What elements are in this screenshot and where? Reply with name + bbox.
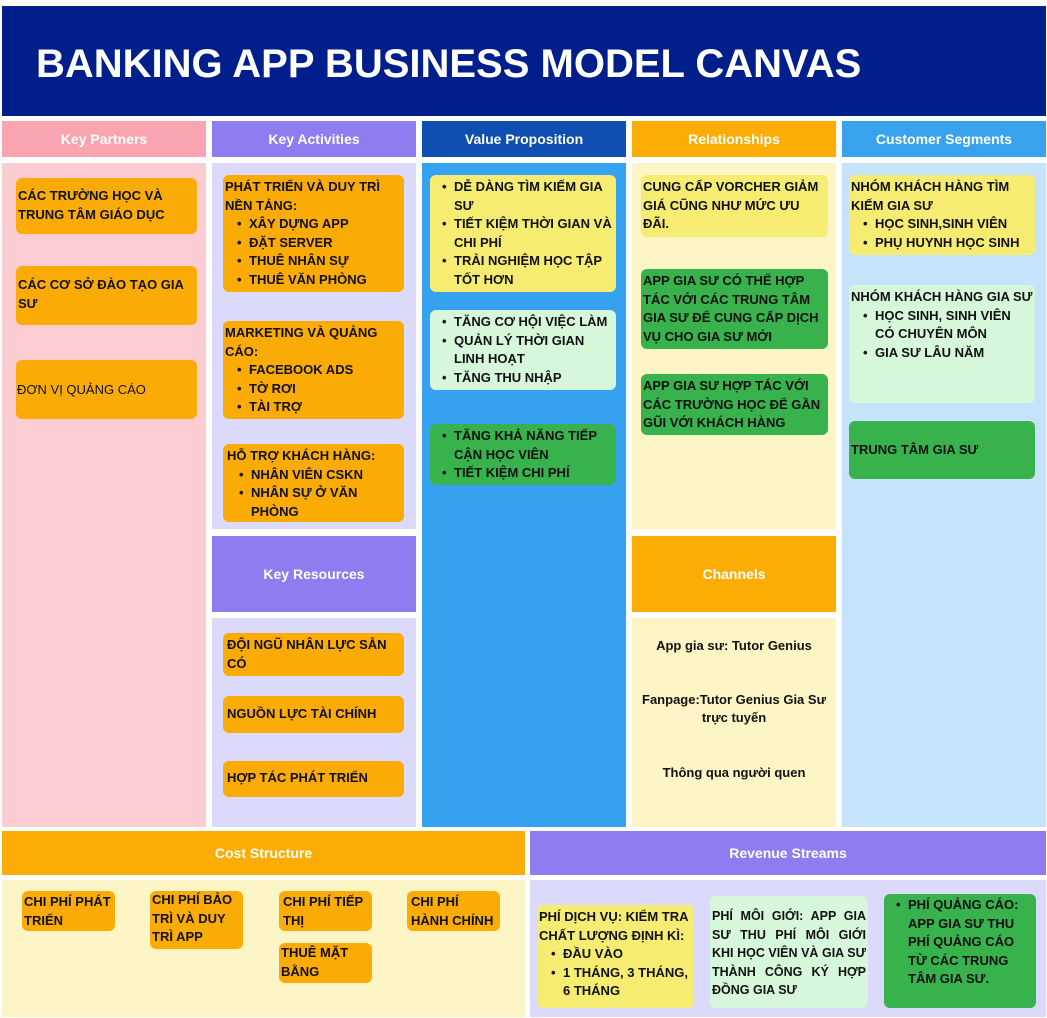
customer-segments-note: NHÓM KHÁCH HÀNG TÌM KIẾM GIA SƯ HỌC SINH… bbox=[849, 175, 1035, 255]
list-item: FACEBOOK ADS bbox=[225, 361, 402, 380]
key-activities-note: PHÁT TRIỂN VÀ DUY TRÌ NỀN TẢNG: XÂY DỰNG… bbox=[223, 175, 404, 292]
list-item: XÂY DỰNG APP bbox=[225, 215, 402, 234]
customer-segments-panel bbox=[842, 163, 1046, 827]
list-item: GIA SƯ LÂU NĂM bbox=[851, 344, 1033, 363]
list-item: DỄ DÀNG TÌM KIẾM GIA SƯ bbox=[430, 178, 614, 215]
list-item: TIẾT KIỆM CHI PHÍ bbox=[430, 464, 614, 483]
value-proposition-note: DỄ DÀNG TÌM KIẾM GIA SƯ TIẾT KIỆM THỜI G… bbox=[430, 175, 616, 292]
value-proposition-note: TĂNG CƠ HỘI VIỆC LÀM QUẢN LÝ THỜI GIAN L… bbox=[430, 310, 616, 390]
page-title: BANKING APP BUSINESS MODEL CANVAS bbox=[36, 42, 862, 86]
list-item: NHÂN VIÊN CSKN bbox=[227, 466, 402, 485]
key-activities-heading: Key Activities bbox=[212, 121, 416, 157]
list-item: HỌC SINH, SINH VIÊN CÓ CHUYÊN MÔN bbox=[851, 307, 1033, 344]
list-item: THUÊ NHÂN SỰ bbox=[225, 252, 402, 271]
list-item: TĂNG CƠ HỘI VIỆC LÀM bbox=[430, 313, 616, 332]
cost-note: CHI PHÍ PHÁT TRIỂN bbox=[22, 891, 115, 931]
list-item: TĂNG KHẢ NĂNG TIẾP CẬN HỌC VIÊN bbox=[430, 427, 614, 464]
cost-note: CHI PHÍ TIẾP THỊ bbox=[279, 891, 372, 931]
customer-segments-note: NHÓM KHÁCH HÀNG GIA SƯ HỌC SINH, SINH VI… bbox=[849, 285, 1035, 403]
list-item: HỌC SINH,SINH VIÊN bbox=[851, 215, 1033, 234]
note-title: HỖ TRỢ KHÁCH HÀNG: bbox=[227, 448, 376, 463]
key-resources-note: HỢP TÁC PHÁT TRIỂN bbox=[223, 761, 404, 797]
list-item: ĐẦU VÀO bbox=[539, 945, 692, 964]
key-resources-heading: Key Resources bbox=[212, 536, 416, 612]
customer-segments-note: TRUNG TÂM GIA SƯ bbox=[849, 421, 1035, 479]
cost-note: CHI PHÍ BẢO TRÌ VÀ DUY TRÌ APP bbox=[150, 891, 243, 949]
channels-heading: Channels bbox=[632, 536, 836, 612]
revenue-note: PHÍ MÔI GIỚI: APP GIA SƯ THU PHÍ MÔI GIỚ… bbox=[710, 896, 868, 1008]
key-partners-note: ĐƠN VỊ QUẢNG CÁO bbox=[16, 360, 197, 419]
list-item: PHÍ QUẢNG CÁO: APP GIA SƯ THU PHÍ QUẢNG … bbox=[884, 896, 1032, 989]
revenue-note: PHÍ QUẢNG CÁO: APP GIA SƯ THU PHÍ QUẢNG … bbox=[884, 894, 1036, 1008]
list-item: NHÂN SỰ Ở VĂN PHÒNG bbox=[227, 484, 402, 521]
header-banner bbox=[2, 6, 1046, 116]
list-item: TRẢI NGHIỆM HỌC TẬP TỐT HƠN bbox=[430, 252, 614, 289]
list-item: THUÊ VĂN PHÒNG bbox=[225, 271, 402, 290]
key-resources-note: NGUỒN LỰC TÀI CHÍNH bbox=[223, 696, 404, 733]
key-resources-note: ĐỘI NGŨ NHÂN LỰC SẴN CÓ bbox=[223, 633, 404, 676]
relationships-note: APP GIA SƯ CÓ THỂ HỢP TÁC VỚI CÁC TRUNG … bbox=[641, 269, 828, 349]
channels-panel bbox=[632, 618, 836, 827]
key-activities-note: MARKETING VÀ QUẢNG CÁO: FACEBOOK ADS TỜ … bbox=[223, 321, 404, 419]
cost-structure-heading: Cost Structure bbox=[2, 831, 525, 875]
note-title: MARKETING VÀ QUẢNG CÁO: bbox=[225, 325, 378, 359]
channel-item: App gia sư: Tutor Genius bbox=[656, 638, 812, 653]
note-title: NHÓM KHÁCH HÀNG GIA SƯ bbox=[851, 289, 1033, 304]
list-item: TÀI TRỢ bbox=[225, 398, 402, 417]
list-item: ĐẶT SERVER bbox=[225, 234, 402, 253]
cost-note: CHI PHÍ HÀNH CHÍNH bbox=[407, 891, 500, 931]
list-item: 1 THÁNG, 3 THÁNG, 6 THÁNG bbox=[539, 964, 692, 1001]
list-item: QUẢN LÝ THỜI GIAN LINH HOẠT bbox=[430, 332, 616, 369]
list-item: TỜ RƠI bbox=[225, 380, 402, 399]
key-partners-heading: Key Partners bbox=[2, 121, 206, 157]
customer-segments-heading: Customer Segments bbox=[842, 121, 1046, 157]
list-item: TIẾT KIỆM THỜI GIAN VÀ CHI PHÍ bbox=[430, 215, 614, 252]
key-partners-note: CÁC TRƯỜNG HỌC VÀ TRUNG TÂM GIÁO DỤC bbox=[16, 178, 197, 234]
relationships-note: CUNG CẤP VORCHER GIẢM GIÁ CŨNG NHƯ MỨC Ư… bbox=[641, 175, 828, 237]
cost-note: THUÊ MẶT BẰNG bbox=[279, 943, 372, 983]
list-item: PHỤ HUYNH HỌC SINH bbox=[851, 234, 1033, 253]
value-proposition-note: TĂNG KHẢ NĂNG TIẾP CẬN HỌC VIÊN TIẾT KIỆ… bbox=[430, 424, 616, 485]
channel-item: Thông qua người quen bbox=[662, 765, 806, 780]
channel-item: Fanpage:Tutor Genius Gia Sư trực tuyến bbox=[642, 692, 826, 725]
note-title: PHÁT TRIỂN VÀ DUY TRÌ NỀN TẢNG: bbox=[225, 179, 381, 213]
revenue-note: PHÍ DỊCH VỤ: KIỂM TRA CHẤT LƯỢNG ĐỊNH KÌ… bbox=[537, 905, 694, 1008]
value-proposition-heading: Value Proposition bbox=[422, 121, 626, 157]
relationships-note: APP GIA SƯ HỢP TÁC VỚI CÁC TRƯỜNG HỌC ĐỂ… bbox=[641, 374, 828, 435]
key-partners-note: CÁC CƠ SỞ ĐÀO TẠO GIA SƯ bbox=[16, 266, 197, 325]
relationships-heading: Relationships bbox=[632, 121, 836, 157]
note-title: NHÓM KHÁCH HÀNG TÌM KIẾM GIA SƯ bbox=[851, 179, 1010, 213]
note-title: PHÍ DỊCH VỤ: KIỂM TRA CHẤT LƯỢNG ĐỊNH KÌ… bbox=[539, 909, 689, 943]
list-item: TĂNG THU NHẬP bbox=[430, 369, 616, 388]
key-partners-panel bbox=[2, 163, 206, 827]
revenue-streams-heading: Revenue Streams bbox=[530, 831, 1046, 875]
key-activities-note: HỖ TRỢ KHÁCH HÀNG: NHÂN VIÊN CSKN NHÂN S… bbox=[223, 444, 404, 522]
